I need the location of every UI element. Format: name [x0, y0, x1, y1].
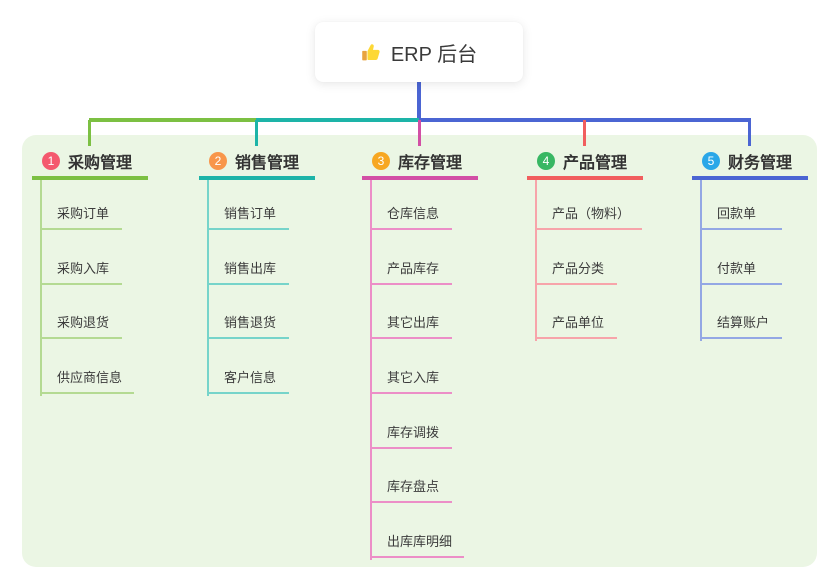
root-connector-line: [417, 82, 421, 122]
mindmap-sheet: [22, 135, 817, 567]
thumbs-up-icon: [361, 42, 382, 63]
mindmap-node[interactable]: 产品库存: [370, 259, 452, 285]
branch-label: 产品管理: [563, 155, 628, 172]
branch-badge-2: 2: [209, 152, 227, 170]
mindmap-node[interactable]: 采购退货: [40, 313, 122, 339]
mindmap-node[interactable]: 销售出库: [207, 259, 289, 285]
branch-header-purchase[interactable]: 1 采购管理: [32, 146, 148, 180]
root-label: ERP 后台: [390, 43, 478, 66]
mindmap-node[interactable]: 采购入库: [40, 259, 122, 285]
branch-rail-4: [535, 180, 537, 341]
mindmap-node[interactable]: 供应商信息: [40, 368, 135, 394]
branch-label: 财务管理: [728, 155, 793, 172]
branch-badge-5: 5: [702, 152, 720, 170]
branch-header-inventory[interactable]: 3 库存管理: [362, 146, 478, 180]
drop-line-branch-4: [583, 120, 586, 146]
mindmap-node[interactable]: 结算账户: [700, 313, 782, 339]
branch-badge-1: 1: [42, 152, 60, 170]
branch-rail-2: [207, 180, 209, 396]
branch-badge-4: 4: [537, 152, 555, 170]
mindmap-node[interactable]: 销售退货: [207, 313, 289, 339]
drop-line-branch-2: [255, 120, 258, 146]
mindmap-node[interactable]: 其它出库: [370, 313, 452, 339]
branch-label: 销售管理: [235, 155, 300, 172]
drop-line-branch-1: [88, 120, 91, 146]
mindmap-node[interactable]: 出库库明细: [370, 532, 465, 558]
mindmap-node[interactable]: 客户信息: [207, 368, 289, 394]
branch-label: 库存管理: [398, 155, 463, 172]
branch-header-sales[interactable]: 2 销售管理: [199, 146, 315, 180]
branch-badge-3: 3: [372, 152, 390, 170]
mindmap-node[interactable]: 产品分类: [535, 259, 617, 285]
mindmap-node[interactable]: 采购订单: [40, 204, 122, 230]
bus-line-teal: [256, 118, 419, 122]
branch-rail-3: [370, 180, 372, 560]
mindmap-node[interactable]: 其它入库: [370, 368, 452, 394]
bus-line-green: [89, 118, 256, 122]
drop-line-branch-5: [748, 120, 751, 146]
mindmap-node[interactable]: 产品单位: [535, 313, 617, 339]
branch-header-product[interactable]: 4 产品管理: [527, 146, 643, 180]
branch-rail-5: [700, 180, 702, 341]
mindmap-node[interactable]: 库存盘点: [370, 477, 452, 503]
mindmap-node[interactable]: 库存调拨: [370, 423, 452, 449]
root-node[interactable]: ERP 后台: [315, 22, 523, 82]
mindmap-node[interactable]: 仓库信息: [370, 204, 452, 230]
drop-line-branch-3: [418, 120, 421, 146]
mindmap-node[interactable]: 产品（物料）: [535, 204, 643, 230]
branch-header-finance[interactable]: 5 财务管理: [692, 146, 808, 180]
mindmap-node[interactable]: 付款单: [700, 259, 782, 285]
mindmap-node[interactable]: 销售订单: [207, 204, 289, 230]
branch-rail-1: [40, 180, 42, 396]
mindmap-node[interactable]: 回款单: [700, 204, 782, 230]
branch-label: 采购管理: [68, 155, 133, 172]
